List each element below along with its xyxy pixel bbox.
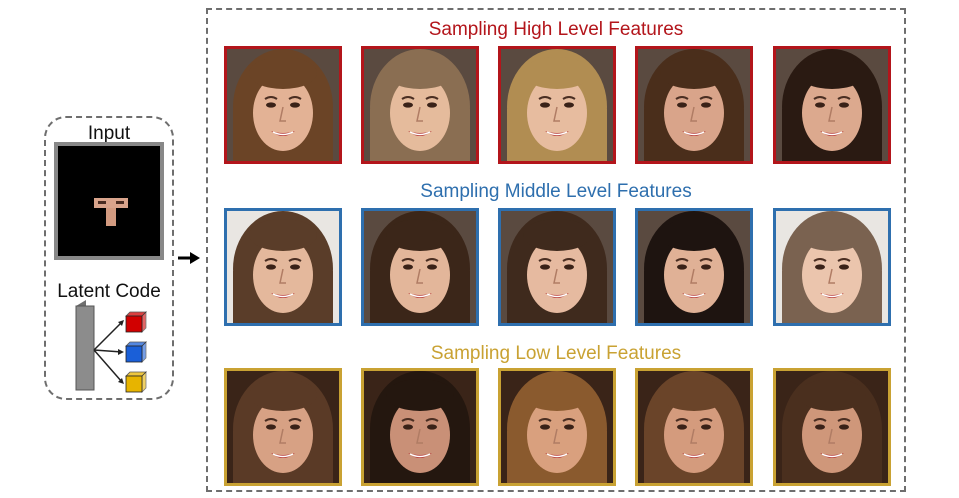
latent-code-diagram <box>75 300 147 393</box>
face-sample-high-5 <box>773 46 891 164</box>
input-label: Input <box>87 123 131 144</box>
face-sample-low-1 <box>224 368 342 486</box>
face-sample-middle-1 <box>224 208 342 326</box>
face-sample-low-5 <box>773 368 891 486</box>
face-sample-high-4 <box>635 46 753 164</box>
input-panel: Input Latent Code <box>44 116 174 400</box>
input-image <box>54 142 164 260</box>
latent-code-label: Latent Code <box>57 281 161 302</box>
samples-panel: Sampling High Level Features Sampling Mi… <box>206 8 906 492</box>
face-sample-middle-2 <box>361 208 479 326</box>
masked-face-crop <box>94 198 128 226</box>
face-sample-middle-5 <box>773 208 891 326</box>
row-title-middle: Sampling Middle Level Features <box>420 181 692 202</box>
face-sample-low-3 <box>498 368 616 486</box>
latent-cube <box>125 371 147 393</box>
face-sample-low-4 <box>635 368 753 486</box>
arrow-icon <box>178 252 200 264</box>
latent-cube <box>125 311 147 333</box>
face-sample-middle-3 <box>498 208 616 326</box>
row-title-high: Sampling High Level Features <box>428 19 684 40</box>
face-sample-high-2 <box>361 46 479 164</box>
row-title-low: Sampling Low Level Features <box>430 343 682 364</box>
face-sample-middle-4 <box>635 208 753 326</box>
face-sample-low-2 <box>361 368 479 486</box>
face-sample-high-1 <box>224 46 342 164</box>
face-sample-high-3 <box>498 46 616 164</box>
latent-cube <box>125 341 147 363</box>
